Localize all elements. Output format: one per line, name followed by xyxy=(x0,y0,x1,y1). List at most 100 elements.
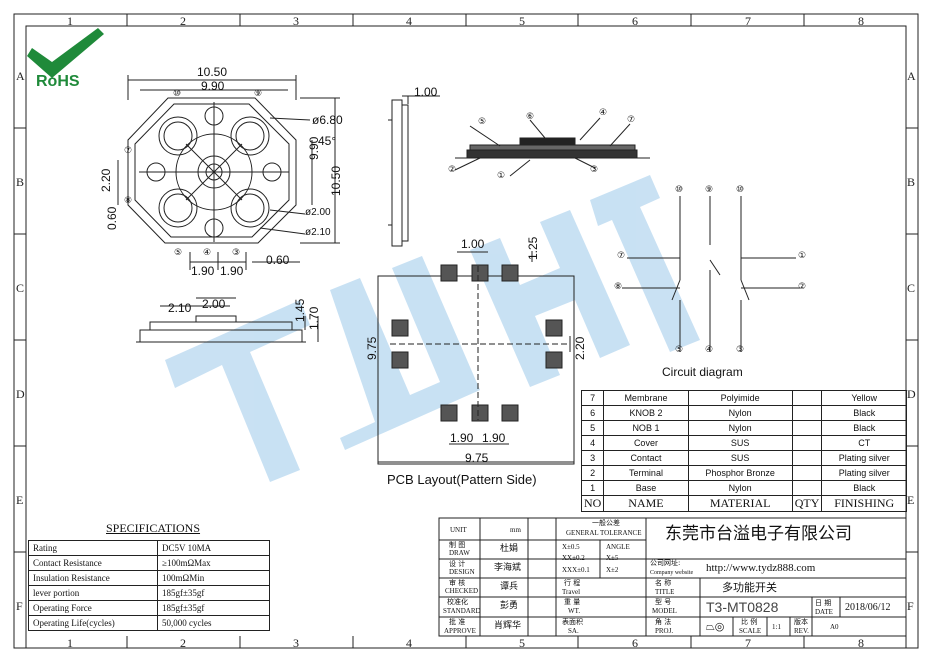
bom-cell-qty xyxy=(791,450,823,466)
col-label-2-bottom: 2 xyxy=(180,636,186,650)
bom-cell-material: SUS xyxy=(687,435,793,451)
row-label-a-right: A xyxy=(907,69,916,83)
tol-angle: ANGLE xyxy=(606,543,630,551)
tol-x: X±0.5 xyxy=(562,543,580,551)
spec-value: 100mΩMin xyxy=(157,570,270,586)
bom-cell-qty xyxy=(791,420,823,436)
date-value: 2018/06/12 xyxy=(845,602,891,613)
website-url: http://www.tydz888.com xyxy=(706,562,816,574)
dim-pitch-a: 1.90 xyxy=(191,264,215,278)
front-view xyxy=(136,297,319,343)
dim-hole-a: ø2.00 xyxy=(305,207,331,218)
dim-left-b: 0.60 xyxy=(105,206,119,230)
bom-cell-material: Phosphor Bronze xyxy=(687,465,793,481)
rev-en: REV. xyxy=(794,627,809,635)
pin-label-8: ⑧ xyxy=(124,196,133,206)
col-label-2: 2 xyxy=(180,14,186,28)
bom-cell-material: Nylon xyxy=(687,420,793,436)
approve-cn: 批 准 xyxy=(449,618,466,626)
approve-en: APPROVE xyxy=(444,627,476,635)
design-cn: 设 计 xyxy=(449,560,466,568)
circuit-pin-4: ④ xyxy=(705,345,714,355)
col-label-8-bottom: 8 xyxy=(858,636,864,650)
bom-cell-no: 4 xyxy=(580,435,605,451)
dim-pitch-b: 1.90 xyxy=(220,264,244,278)
bom-cell-name: Terminal xyxy=(603,465,689,481)
bom-cell-no: 3 xyxy=(580,450,605,466)
bom-cell-name: Membrane xyxy=(603,390,689,406)
row-label-f-right: F xyxy=(907,599,914,613)
bom-cell-finish: Plating silver xyxy=(821,465,907,481)
check-en: CHECKED xyxy=(445,587,479,595)
pin-label-9: ⑨ xyxy=(254,89,263,99)
model-en: MODEL xyxy=(652,607,677,615)
bom-cell-no: 6 xyxy=(580,405,605,421)
pin-label-5: ⑤ xyxy=(174,248,183,258)
spec-key: Operating Force xyxy=(28,600,158,616)
col-label-6-bottom: 6 xyxy=(632,636,638,650)
dim-right-b: 0.60 xyxy=(266,253,290,267)
rev-cn: 版本 xyxy=(794,618,808,626)
travel-en: Travel xyxy=(562,588,581,596)
design-en: DESIGN xyxy=(449,568,475,576)
scale-cn: 比 例 xyxy=(741,618,758,626)
dim-pcb-width: 9.75 xyxy=(465,451,489,465)
dim-width-inner: 9.90 xyxy=(201,79,225,93)
unit-label: UNIT xyxy=(450,526,467,534)
pin-label-7: ⑦ xyxy=(124,146,133,156)
spec-key: lever portion xyxy=(28,585,158,601)
proj-cn: 角 法 xyxy=(655,618,672,626)
dim-hole-b: ø2.10 xyxy=(305,227,331,238)
spec-title: SPECIFICATIONS xyxy=(106,521,201,535)
tol-xx: XX±0.2 xyxy=(562,554,585,562)
section-label-3: ③ xyxy=(590,165,599,175)
standard-name: 彭勇 xyxy=(500,601,519,611)
bom-cell-finish: Black xyxy=(821,405,907,421)
company-name: 东莞市台溢电子有限公司 xyxy=(665,524,852,544)
section-label-6: ⑥ xyxy=(526,112,535,122)
circuit-caption: Circuit diagram xyxy=(662,365,743,379)
title-en: TITLE xyxy=(655,588,675,596)
section-label-1: ① xyxy=(497,171,506,181)
area-en: SA. xyxy=(568,627,579,635)
title-value: 多功能开关 xyxy=(722,581,777,594)
scale-value: 1:1 xyxy=(772,623,781,631)
row-label-a: A xyxy=(16,69,25,83)
row-label-e: E xyxy=(16,493,24,507)
watermark-graphic xyxy=(165,175,700,482)
bom-cell-finish: Black xyxy=(821,480,907,496)
dim-pcb-pad: 1.00 xyxy=(461,237,485,251)
dim-pcb-gap: 2.20 xyxy=(573,336,587,360)
draw-en: DRAW xyxy=(449,549,470,557)
section-view xyxy=(454,117,650,177)
travel-cn: 行 程 xyxy=(564,579,581,587)
website-label: 公司网址: xyxy=(650,559,681,567)
standard-en: STANDARD xyxy=(443,607,481,615)
col-label-6: 6 xyxy=(632,14,638,28)
bom-cell-no: 1 xyxy=(580,480,605,496)
bom-cell-no: 7 xyxy=(580,390,605,406)
col-label-7: 7 xyxy=(745,14,751,28)
bom-cell-name: Base xyxy=(603,480,689,496)
check-cn: 审 核 xyxy=(449,579,466,587)
bom-cell-qty xyxy=(791,390,823,406)
design-name: 李海斌 xyxy=(494,563,522,573)
bom-cell-material: Nylon xyxy=(687,480,793,496)
bom-cell-no: 2 xyxy=(580,465,605,481)
circuit-pin-1: ① xyxy=(798,251,807,261)
unit-value: mm xyxy=(510,526,521,534)
dim-left-a: 2.20 xyxy=(99,168,113,192)
rev-value: A0 xyxy=(830,623,839,631)
bom-cell-name: KNOB 2 xyxy=(603,405,689,421)
side-view xyxy=(388,95,440,247)
section-label-5: ⑤ xyxy=(478,117,487,127)
circuit-diagram xyxy=(622,196,800,352)
pin-label-4: ④ xyxy=(203,248,212,258)
col-label-8: 8 xyxy=(858,14,864,28)
check-name: 谭兵 xyxy=(500,582,519,592)
